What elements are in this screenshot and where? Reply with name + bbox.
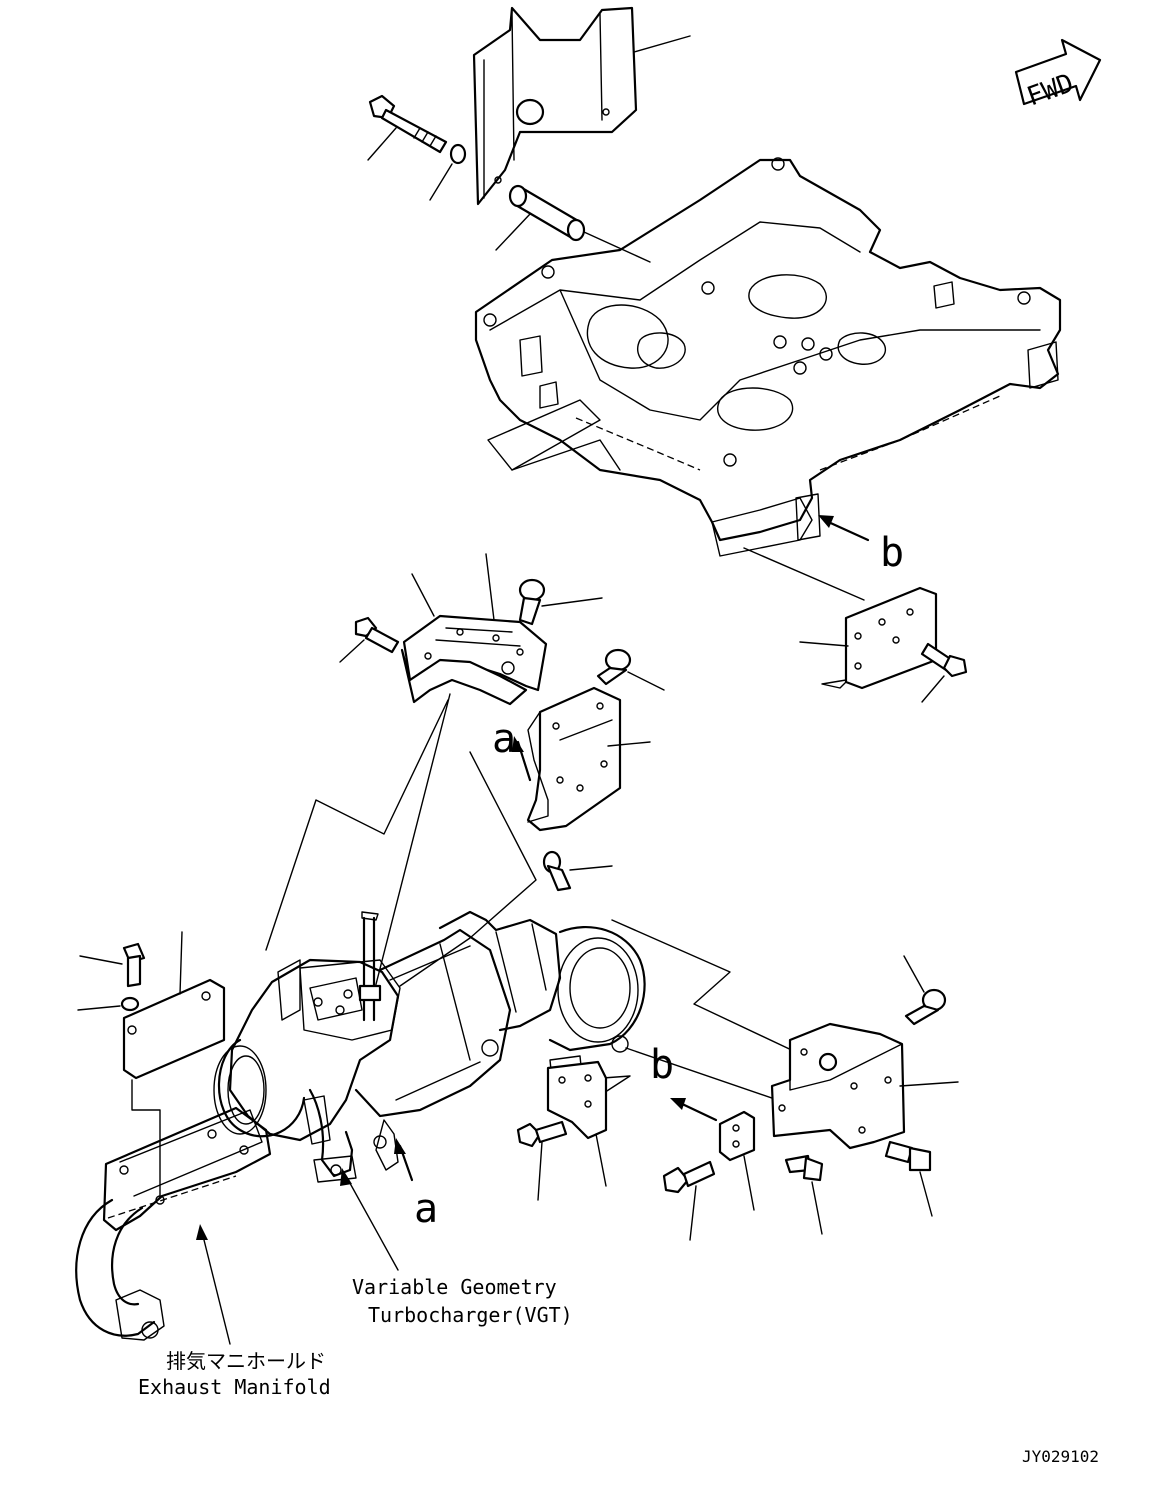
bolt-left-cover (354, 616, 400, 654)
heat-shield-plate (472, 6, 638, 206)
drawing-number: JY029102 (1022, 1447, 1099, 1466)
fwd-arrow-icon: FWD (1014, 38, 1102, 113)
leader-line (799, 641, 849, 647)
leader-line (743, 1155, 755, 1211)
leader-line (899, 1081, 959, 1087)
leader-line (921, 675, 945, 703)
view-arrow-b-lower (676, 1100, 718, 1122)
arrow-head (670, 1098, 686, 1110)
small-cover-plate (122, 978, 226, 1080)
vgt-label-line2: Turbocharger(VGT) (368, 1303, 573, 1327)
leader-line (411, 573, 435, 617)
bolt-lower-right-1 (784, 1154, 824, 1182)
leader-line (569, 865, 613, 871)
long-bolt (368, 94, 448, 154)
revolving-frame (474, 157, 1062, 557)
leader-line (495, 213, 531, 251)
guide-line (371, 693, 451, 1001)
leader-line (627, 671, 665, 691)
view-ref-a-lower: a (414, 1186, 438, 1232)
leader-line (607, 741, 651, 747)
manifold-label-jp: 排気マニホールド (166, 1349, 326, 1373)
bolt-lower-mid (516, 1120, 568, 1148)
upper-shield-cover (400, 614, 548, 706)
arrow-head (340, 1168, 352, 1186)
view-arrow-b (822, 518, 870, 542)
spacer-collar (508, 184, 586, 242)
washer-left (120, 996, 140, 1012)
turbocharger-assembly (213, 910, 646, 1183)
washer (449, 143, 467, 165)
arrow-head (394, 1138, 406, 1154)
arrow-head (818, 515, 834, 528)
guide-line (265, 699, 449, 951)
leader-line (339, 639, 365, 663)
manifold-label-en: Exhaust Manifold (138, 1375, 331, 1399)
leader-line (367, 127, 397, 161)
leader-line (537, 1141, 543, 1201)
leader-line (179, 931, 183, 995)
side-shield (526, 686, 622, 832)
bolt-side-lower (542, 850, 572, 892)
view-ref-b-upper: b (880, 530, 904, 576)
bolt-lower-right-top (904, 988, 947, 1026)
vgt-leader (345, 1175, 399, 1271)
leader-line (77, 1005, 121, 1011)
lower-bracket-right (770, 1022, 906, 1150)
guide-line (611, 919, 801, 1055)
leader-line (541, 597, 603, 607)
bolt-b-upper (920, 642, 968, 678)
vgt-label-line1: Variable Geometry (352, 1275, 557, 1299)
view-ref-a-upper: a (492, 716, 516, 762)
leader-line (743, 547, 865, 601)
exhaust-manifold (75, 1106, 272, 1341)
leader-line (689, 1185, 697, 1241)
lower-bracket-mid (546, 1060, 608, 1140)
leader-line (429, 163, 453, 201)
lower-bracket-small (718, 1110, 756, 1162)
view-ref-b-lower: b (650, 1042, 674, 1088)
leader-line (919, 1171, 933, 1217)
arrow-head (512, 736, 524, 752)
leader-line (595, 1133, 607, 1187)
bolt-lower-small (662, 1160, 716, 1194)
leader-line (485, 553, 495, 621)
leader-line (811, 1181, 823, 1235)
leader-line (79, 955, 123, 965)
bolt-lower-right-2 (884, 1140, 932, 1172)
bolt-upper-shield (596, 648, 632, 686)
bracket-b-upper (821, 586, 938, 690)
bolt-right-cover (518, 578, 546, 626)
leader-line (633, 35, 691, 53)
guide-line (131, 1079, 161, 1197)
small-bolt-left (122, 942, 146, 988)
leader-line (903, 955, 925, 993)
leader-line (583, 231, 651, 263)
manifold-leader (201, 1231, 231, 1345)
arrow-head (196, 1224, 208, 1240)
guide-line (399, 751, 537, 987)
